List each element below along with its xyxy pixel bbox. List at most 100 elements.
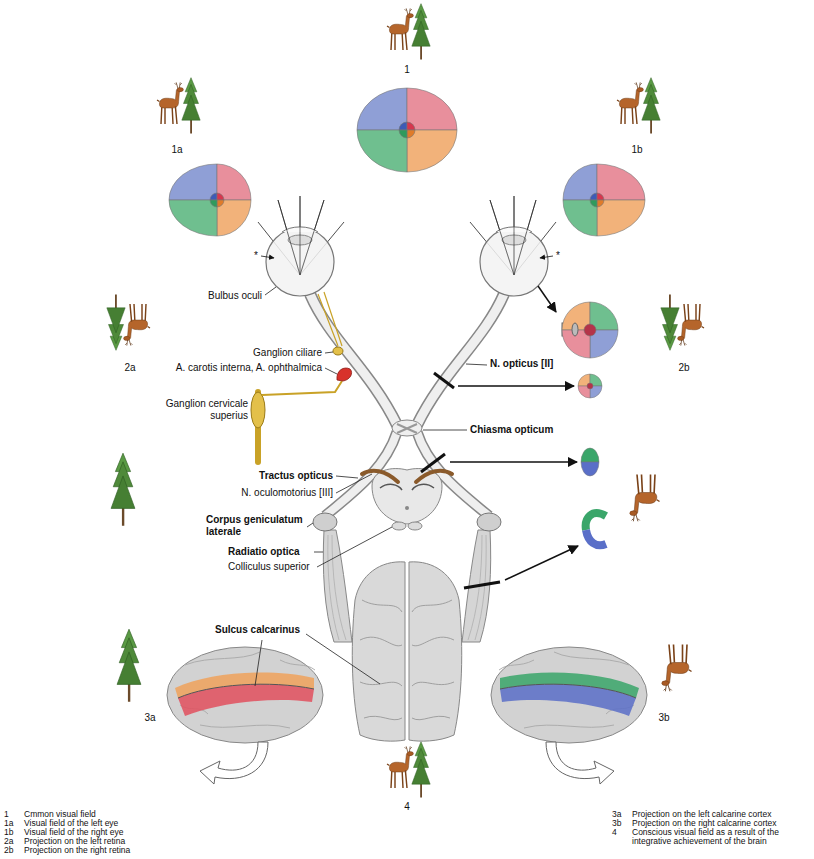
- fovea-mark: *: [556, 250, 560, 262]
- deer-inverted: [630, 475, 660, 522]
- fovea-mark: *: [254, 250, 258, 262]
- cut-mark: [434, 373, 454, 388]
- colliculus: [392, 522, 406, 530]
- optic-nerve-stump: [572, 323, 578, 336]
- leader-line: [265, 287, 276, 295]
- colliculus: [408, 522, 422, 530]
- deer-icon: [124, 304, 150, 346]
- key-text: Visual field of the left eye: [24, 819, 118, 828]
- macula-quadrant: [399, 122, 407, 130]
- key-number: 2a: [4, 837, 13, 846]
- structure-label: Tractus opticus: [259, 470, 333, 482]
- scene-inverted: [661, 295, 704, 351]
- key-text: Visual field of the right eye: [24, 828, 124, 837]
- key-number: 1b: [4, 828, 13, 837]
- ciliary-fibres: [318, 292, 342, 346]
- deer-inverted: [662, 645, 692, 692]
- carotid-artery: [337, 368, 352, 381]
- turn-arrow: [546, 742, 614, 784]
- callout-number: 3a: [144, 712, 155, 724]
- tree-icon: [412, 4, 430, 60]
- macula-quadrant: [597, 200, 604, 207]
- field-quadrant: [357, 88, 407, 130]
- tree-icon: [412, 742, 430, 798]
- deer-icon: [662, 645, 692, 692]
- callout-number: 3b: [658, 712, 669, 724]
- retina-macula: [584, 324, 596, 336]
- tree-icon: [182, 78, 200, 134]
- optic-nerve-outline: [310, 294, 397, 425]
- macula-quadrant: [210, 200, 217, 207]
- callout-number: 2b: [678, 362, 689, 374]
- leader-line: [423, 430, 467, 431]
- section-macula: [587, 383, 593, 389]
- aqueduct: [405, 506, 409, 510]
- tract-section: [581, 462, 599, 476]
- cut-mark: [464, 582, 500, 588]
- macula-quadrant: [590, 200, 597, 207]
- structure-label: A. carotis interna, A. ophthalmica: [176, 362, 322, 374]
- structure-label: Ganglion cervicale superius: [148, 398, 248, 422]
- tree-icon: [111, 453, 135, 526]
- eyeball-right: [470, 196, 556, 296]
- midbrain-section: [372, 469, 442, 524]
- leader-line: [336, 476, 358, 478]
- scene-upright: [617, 78, 660, 134]
- field-lines: [490, 196, 536, 275]
- key-number: 3b: [612, 819, 621, 828]
- tract-section: [581, 448, 599, 462]
- scene-upright: [387, 4, 430, 60]
- structure-label: N. oculomotorius [III]: [241, 487, 333, 499]
- turn-arrow: [200, 742, 268, 784]
- nerve-section: [578, 374, 602, 398]
- deer-icon: [157, 82, 183, 124]
- macula-quadrant: [217, 200, 224, 207]
- field-quadrant: [217, 200, 251, 236]
- cervical-ganglion: [251, 392, 265, 428]
- deer-icon: [387, 8, 413, 50]
- key-text: Projection on the right calcarine cortex: [632, 819, 777, 828]
- structure-label: Chiasma opticum: [470, 424, 553, 436]
- macula-quadrant: [210, 193, 217, 200]
- scene-upright: [157, 78, 200, 134]
- field-quadrant: [597, 200, 645, 236]
- leader-line: [317, 527, 392, 567]
- leader-line: [325, 352, 333, 353]
- leader-line: [306, 634, 380, 684]
- key-text: Projection on the left retina: [24, 837, 125, 846]
- gyri: [360, 600, 454, 720]
- lateral-geniculate-body: [313, 513, 337, 531]
- key-number: 1: [4, 810, 9, 819]
- calcarine-lower-field: [178, 684, 314, 716]
- field-quadrant: [357, 130, 407, 172]
- structure-label: Bulbus oculi: [208, 290, 262, 302]
- retina-projection: [562, 302, 618, 358]
- field-lines: [278, 196, 324, 275]
- structure-label: Radiatio optica: [228, 546, 300, 558]
- field-quadrant: [597, 164, 645, 200]
- visual-field-right: [563, 164, 645, 236]
- leader-line: [336, 474, 372, 493]
- structure-label: Colliculus superior: [228, 561, 310, 573]
- projection-arrow: [458, 385, 574, 387]
- tree-icon: [107, 295, 125, 351]
- chiasm-crossing: [397, 424, 417, 433]
- lateral-geniculate-body: [477, 513, 501, 531]
- scene-inverted: [107, 295, 150, 351]
- field-quadrant: [217, 164, 251, 200]
- medial-hemisphere: [409, 562, 462, 741]
- structure-label: Ganglion ciliare: [253, 347, 322, 359]
- field-quadrant: [407, 130, 457, 172]
- structure-label: Corpus geniculatum laterale: [206, 514, 310, 538]
- callout-number: 1: [404, 64, 410, 76]
- optic-chiasm: [392, 420, 422, 436]
- occipital-lobe: [491, 647, 647, 743]
- deer-icon: [617, 82, 643, 124]
- leader-line: [325, 368, 337, 374]
- field-quadrant: [563, 164, 597, 200]
- calcarine-sulcus: [178, 684, 314, 698]
- key-number: 3a: [612, 810, 621, 819]
- optic-nerve: [310, 294, 397, 425]
- structure-label: N. opticus [II]: [490, 358, 553, 370]
